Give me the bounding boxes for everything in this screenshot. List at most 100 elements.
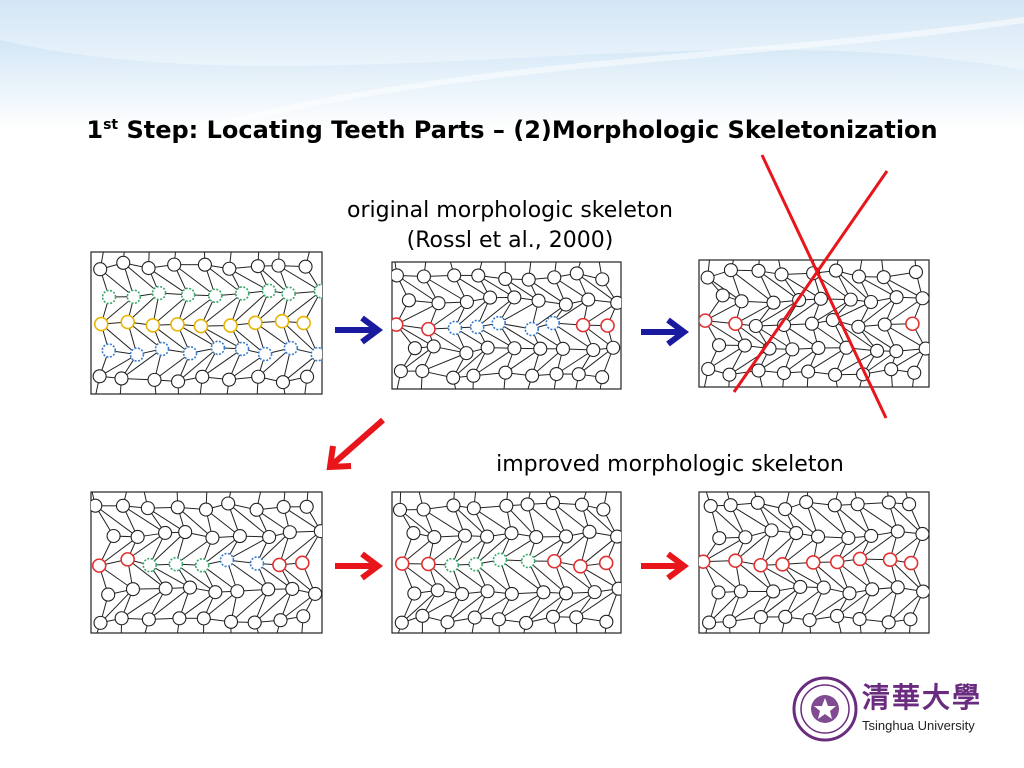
skeleton-node	[600, 318, 615, 333]
skeleton-node	[430, 583, 445, 598]
skeleton-node	[205, 530, 220, 545]
skeleton-node	[285, 581, 300, 596]
skeleton-panel-3	[698, 259, 930, 388]
skeleton-node	[753, 557, 768, 573]
skeleton-node	[802, 613, 817, 628]
skeleton-node	[811, 529, 826, 544]
skeleton-node	[702, 615, 717, 630]
skeleton-node	[221, 496, 236, 511]
skeleton-node	[828, 367, 843, 382]
skeleton-node	[101, 343, 117, 358]
skeleton-node	[172, 611, 187, 626]
skeleton-node	[394, 615, 409, 630]
skeleton-node	[520, 497, 535, 512]
skeleton-node	[170, 317, 185, 332]
skeleton-node	[141, 612, 156, 627]
skeleton-node	[712, 531, 727, 546]
skeleton-node	[313, 524, 322, 539]
skeleton-node	[195, 369, 210, 384]
skeleton-node	[908, 265, 924, 280]
skeleton-node	[507, 341, 522, 356]
skeleton-panel-4	[90, 491, 323, 634]
skeleton-node	[531, 293, 546, 308]
skeleton-node	[699, 313, 713, 328]
skeleton-node	[915, 291, 929, 306]
skeleton-node	[282, 525, 297, 540]
skeleton-node	[521, 272, 536, 287]
skeleton-node	[903, 555, 919, 571]
tsinghua-seal-icon	[792, 676, 858, 742]
skeleton-node	[870, 343, 885, 358]
slide-title: 1st Step: Locating Teeth Parts – (2)Morp…	[86, 116, 938, 144]
skeleton-node	[889, 290, 904, 305]
skeleton-node	[753, 609, 768, 625]
skeleton-node	[426, 339, 441, 354]
skeleton-node	[813, 291, 828, 306]
skeleton-node	[234, 286, 250, 301]
skeleton-node	[587, 585, 602, 600]
skeleton-node	[599, 614, 614, 629]
skeleton-node	[93, 262, 108, 277]
skeleton-node	[198, 502, 214, 517]
skeleton-node	[776, 365, 791, 381]
skeleton-node	[158, 581, 173, 596]
skeleton-node	[801, 364, 816, 379]
skeleton-node	[276, 499, 291, 514]
skeleton-node	[890, 524, 905, 539]
skeleton-node	[392, 317, 404, 332]
skeleton-node	[748, 318, 763, 334]
skeleton-node	[524, 321, 540, 337]
skeleton-node	[723, 263, 738, 278]
skeleton-node	[130, 529, 145, 544]
skeleton-node	[827, 498, 842, 513]
skeleton-node	[142, 557, 158, 573]
skeleton-node	[295, 555, 310, 571]
caption-improved-skeleton: improved morphologic skeleton	[496, 452, 844, 477]
skeleton-node	[249, 556, 265, 571]
skeleton-node	[457, 528, 473, 543]
skeleton-node	[91, 498, 103, 513]
skeleton-node	[842, 586, 857, 601]
skeleton-node	[582, 524, 597, 539]
skeleton-node	[573, 559, 588, 574]
skeleton-node	[775, 557, 790, 572]
caption-original-line1: original morphologic skeleton	[347, 198, 673, 223]
skeleton-node	[283, 340, 299, 356]
skeleton-node	[701, 361, 716, 377]
skeleton-node	[230, 584, 245, 599]
skeleton-node	[480, 584, 495, 599]
skeleton-node	[581, 292, 596, 307]
skeleton-node	[864, 528, 879, 543]
skeleton-node	[884, 362, 899, 377]
skeleton-node	[392, 268, 404, 283]
skeleton-node	[459, 346, 474, 361]
skeleton-node	[715, 288, 730, 303]
skeleton-node	[533, 341, 548, 356]
skeleton-node	[234, 341, 250, 357]
skeleton-node	[182, 345, 198, 361]
skeleton-node	[545, 609, 561, 624]
skeleton-node	[507, 290, 522, 305]
skeleton-node	[392, 502, 408, 517]
skeleton-node	[274, 313, 290, 329]
skeleton-node	[595, 272, 610, 287]
skeleton-node	[547, 553, 562, 569]
skeleton-node	[751, 363, 766, 378]
skeleton-node	[299, 499, 314, 514]
skeleton-node	[151, 285, 167, 301]
skeleton-node	[313, 283, 322, 299]
skeleton-node	[101, 289, 117, 305]
skeleton-node	[93, 615, 108, 630]
skeleton-node	[296, 315, 311, 331]
skeleton-node	[431, 296, 446, 311]
skeleton-node	[257, 346, 273, 362]
skeleton-node	[843, 292, 858, 307]
skeleton-node	[93, 316, 109, 332]
skeleton-node	[915, 526, 929, 542]
arrow-right-red-1	[335, 551, 383, 581]
skeleton-node	[275, 375, 291, 390]
skeleton-node	[114, 611, 129, 626]
university-name-chinese: 清華大學	[862, 681, 983, 714]
skeleton-node	[125, 582, 141, 597]
skeleton-node	[298, 259, 313, 274]
